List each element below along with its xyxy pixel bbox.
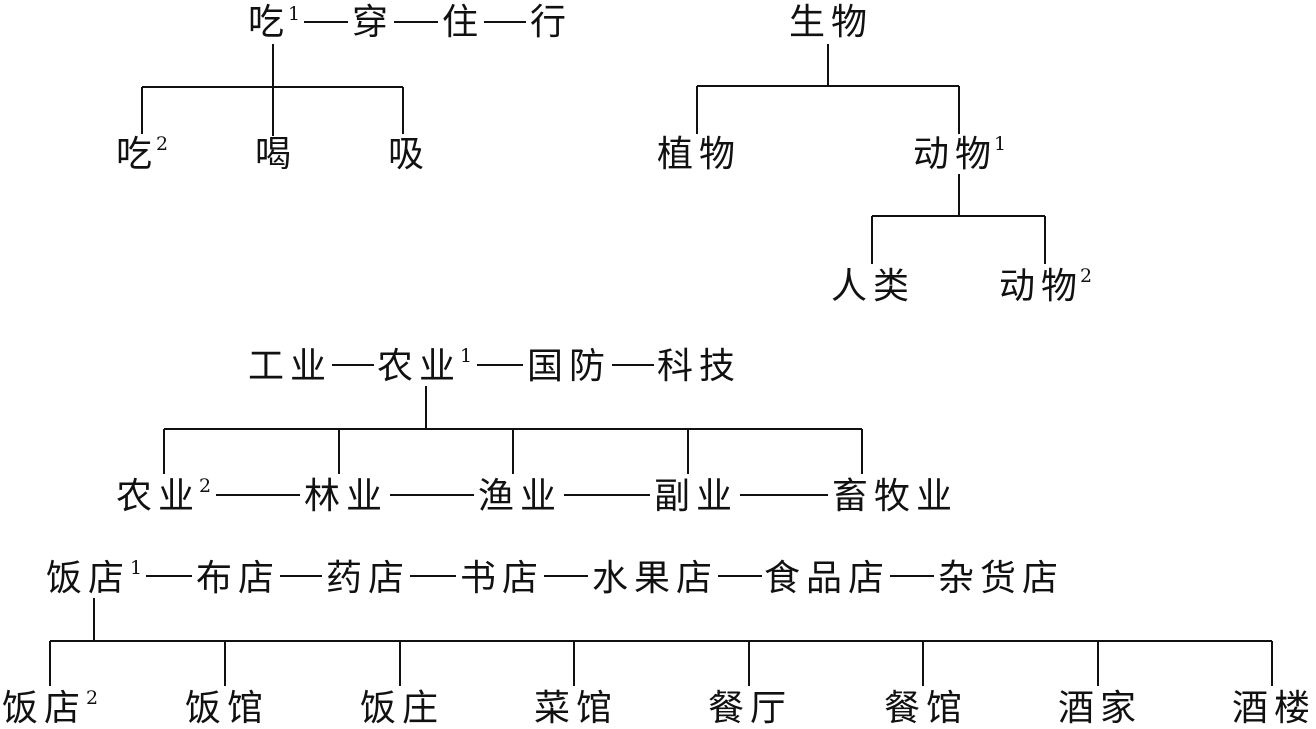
eat-root-term-1: 吃: [248, 2, 290, 43]
shop-child-2: 饭馆: [185, 688, 269, 729]
industry-root-term-2-superscript: 1: [460, 345, 472, 367]
shop-child-6: 餐馆: [884, 688, 968, 729]
industry-child-2: 林业: [304, 476, 388, 517]
shop-child-3: 饭庄: [360, 688, 444, 729]
industry-root-term-3: 国防: [527, 346, 611, 387]
eat-child-1: 吃: [116, 134, 158, 175]
shop-root-term-1-superscript: 1: [130, 557, 142, 579]
shop-root-term-1: 饭店: [46, 558, 130, 599]
eat-child-1-superscript: 2: [156, 133, 168, 155]
bio-root: 生物: [789, 2, 873, 43]
tree-industry: 工业 农业 1 国防 科技 农业 2 林业 渔业 副业 畜牧业: [116, 345, 958, 517]
bio-sub-child-2-superscript: 2: [1080, 265, 1092, 287]
shop-child-1-superscript: 2: [86, 687, 98, 709]
industry-root-term-2: 农业: [377, 346, 461, 387]
bio-sub-child-2: 动物: [999, 266, 1083, 307]
shop-root-term-7: 杂货店: [938, 558, 1064, 599]
shop-root-term-3: 药店: [326, 558, 410, 599]
tree-shop: 饭店 1 布店 药店 书店 水果店 食品店 杂货店 饭店 2 饭馆 饭庄 菜馆 …: [2, 557, 1316, 729]
bio-child-1: 植物: [657, 134, 741, 175]
bio-sub-child-1: 人类: [831, 266, 915, 307]
shop-child-5: 餐厅: [708, 688, 792, 729]
shop-root-term-4: 书店: [460, 558, 544, 599]
shop-child-8: 酒楼: [1232, 688, 1316, 729]
shop-child-4: 菜馆: [534, 688, 618, 729]
eat-root-term-1-superscript: 1: [288, 3, 300, 25]
tree-bio: 生物 植物 动物 1 人类 动物 2: [657, 2, 1092, 307]
eat-child-3: 吸: [388, 134, 430, 175]
industry-child-1-superscript: 2: [199, 475, 211, 497]
shop-root-term-2: 布店: [196, 558, 280, 599]
industry-child-3: 渔业: [478, 476, 562, 517]
industry-child-1: 农业: [116, 476, 200, 517]
shop-root-term-5: 水果店: [592, 558, 718, 599]
tree-eat: 吃 1 穿 住 行 吃 2 喝 吸: [116, 2, 572, 175]
industry-child-5: 畜牧业: [832, 476, 958, 517]
industry-root-term-1: 工业: [248, 346, 332, 387]
industry-child-4: 副业: [654, 476, 738, 517]
eat-root-term-3: 住: [442, 2, 484, 43]
shop-child-1: 饭店: [2, 688, 86, 729]
bio-child-2-superscript: 1: [994, 133, 1006, 155]
shop-child-7: 酒家: [1058, 688, 1142, 729]
shop-root-term-6: 食品店: [764, 558, 890, 599]
eat-root-term-2: 穿: [352, 2, 394, 43]
industry-root-term-4: 科技: [657, 346, 741, 387]
bio-child-2: 动物: [913, 134, 997, 175]
eat-root-term-4: 行: [530, 2, 572, 43]
eat-child-2: 喝: [255, 134, 297, 175]
